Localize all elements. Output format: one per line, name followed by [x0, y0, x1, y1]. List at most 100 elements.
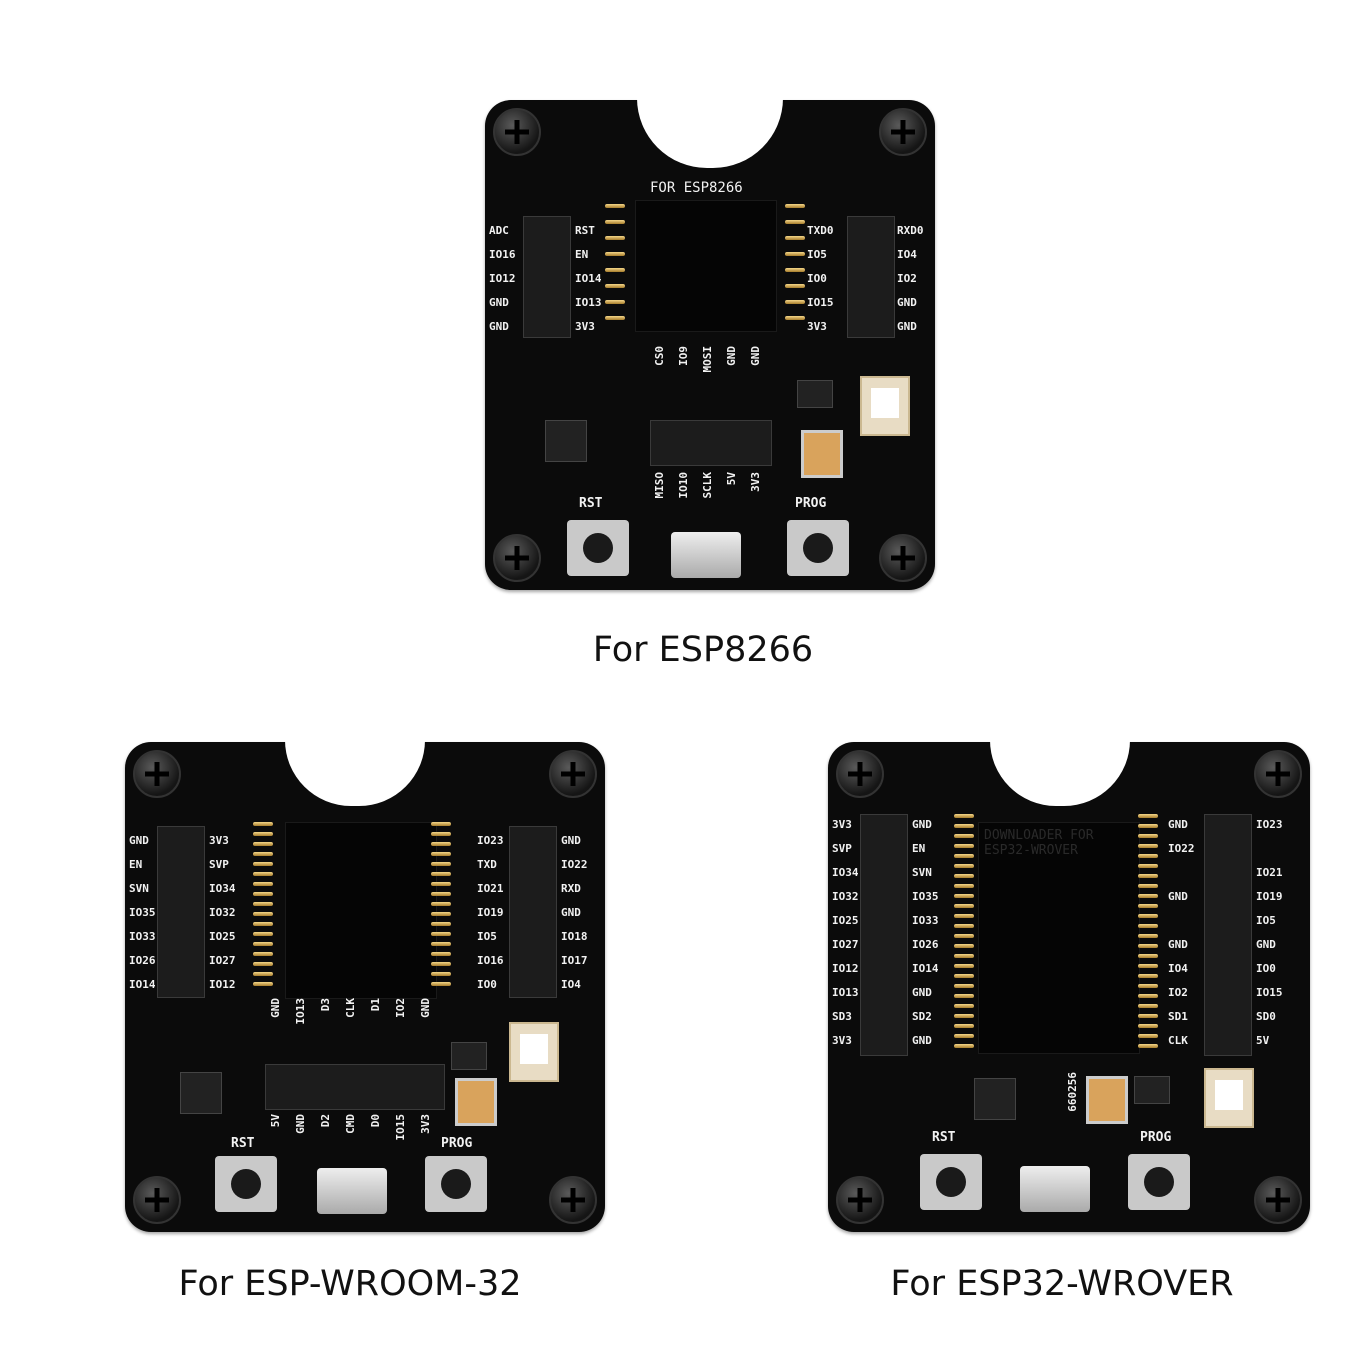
- spring-pin: [253, 842, 273, 846]
- pin-label: IO19: [1256, 890, 1283, 903]
- screw-icon: [1254, 1176, 1302, 1224]
- pin-label: IO17: [561, 954, 588, 967]
- power-switch[interactable]: [509, 1022, 559, 1082]
- board-notch: [990, 740, 1130, 806]
- spring-pin: [1138, 824, 1158, 828]
- spring-pin: [1138, 834, 1158, 838]
- spring-pin: [954, 814, 974, 818]
- pin-label: CMD: [344, 1114, 357, 1134]
- spring-pin: [253, 832, 273, 836]
- pin-label: IO4: [1168, 962, 1188, 975]
- spring-pin: [785, 316, 805, 320]
- spring-pin: [605, 316, 625, 320]
- spring-pin: [954, 1044, 974, 1048]
- pin-header-bottom: [650, 420, 772, 466]
- micro-usb-port[interactable]: [317, 1168, 387, 1214]
- pin-label: IO2: [897, 272, 917, 285]
- pin-label: IO22: [1168, 842, 1195, 855]
- pin-label: IO15: [807, 296, 834, 309]
- spring-pin: [431, 972, 451, 976]
- caption-esp-wroom-32: For ESP-WROOM-32: [178, 1264, 522, 1304]
- pin-label: IO5: [807, 248, 827, 261]
- pin-label: IO12: [209, 978, 236, 991]
- spring-pin: [605, 268, 625, 272]
- pin-label: IO5: [477, 930, 497, 943]
- power-switch[interactable]: [860, 376, 910, 436]
- power-switch[interactable]: [1204, 1068, 1254, 1128]
- module-socket: [285, 822, 437, 999]
- spring-pin: [954, 984, 974, 988]
- prog-button[interactable]: [425, 1156, 487, 1212]
- pin-label: IO0: [477, 978, 497, 991]
- prog-label: PROG: [1140, 1130, 1172, 1145]
- board-notch: [637, 98, 783, 168]
- voltage-regulator: [1134, 1076, 1170, 1104]
- spring-pin: [605, 284, 625, 288]
- spring-pin: [253, 902, 273, 906]
- spring-pin: [954, 884, 974, 888]
- pin-label: GND: [749, 346, 762, 366]
- spring-pin: [954, 874, 974, 878]
- prog-button[interactable]: [1128, 1154, 1190, 1210]
- pin-label: SD2: [912, 1010, 932, 1023]
- spring-pin: [1138, 864, 1158, 868]
- screw-icon: [133, 750, 181, 798]
- spring-pin: [1138, 914, 1158, 918]
- rst-button[interactable]: [920, 1154, 982, 1210]
- spring-pin: [954, 834, 974, 838]
- pin-label: ADC: [489, 224, 509, 237]
- spring-pin: [954, 904, 974, 908]
- pin-label: SD0: [1256, 1010, 1276, 1023]
- spring-pin: [954, 864, 974, 868]
- spring-pin: [1138, 1024, 1158, 1028]
- spring-pin: [253, 852, 273, 856]
- spring-pin: [431, 902, 451, 906]
- pin-label: D0: [369, 1114, 382, 1128]
- pin-header-left: [523, 216, 571, 338]
- spring-pin: [785, 204, 805, 208]
- spring-pin: [1138, 904, 1158, 908]
- prog-button[interactable]: [787, 520, 849, 576]
- rst-label: RST: [579, 496, 603, 511]
- spring-pin: [431, 832, 451, 836]
- pin-label: D1: [369, 998, 382, 1012]
- spring-pin: [1138, 964, 1158, 968]
- pin-label: MISO: [653, 472, 666, 499]
- pin-label: IO16: [477, 954, 504, 967]
- spring-pin: [954, 934, 974, 938]
- spring-pin: [431, 922, 451, 926]
- spring-pin: [1138, 1014, 1158, 1018]
- pin-header-right: [509, 826, 557, 998]
- pin-label: TXD0: [807, 224, 834, 237]
- spring-pin: [605, 236, 625, 240]
- spring-pin: [1138, 924, 1158, 928]
- pin-label: SVN: [129, 882, 149, 895]
- spring-pin: [253, 942, 273, 946]
- pin-label: EN: [129, 858, 143, 871]
- pin-label: GND: [489, 296, 509, 309]
- pin-label: IO32: [209, 906, 236, 919]
- spring-pin: [954, 944, 974, 948]
- pin-label: SCLK: [701, 472, 714, 499]
- spring-pin: [1138, 844, 1158, 848]
- spring-pin: [431, 842, 451, 846]
- pin-label: IO0: [1256, 962, 1276, 975]
- pin-label: 3V3: [807, 320, 827, 333]
- pin-label: GND: [1256, 938, 1276, 951]
- micro-usb-port[interactable]: [671, 532, 741, 578]
- pin-label: IO25: [832, 914, 859, 927]
- micro-usb-port[interactable]: [1020, 1166, 1090, 1212]
- screw-icon: [549, 1176, 597, 1224]
- spring-pin: [431, 932, 451, 936]
- pin-header-left: [157, 826, 205, 998]
- spring-pin: [431, 942, 451, 946]
- spring-pin: [1138, 1004, 1158, 1008]
- pin-label: IO0: [807, 272, 827, 285]
- pin-label: IO13: [294, 998, 307, 1025]
- rst-button[interactable]: [215, 1156, 277, 1212]
- pin-label: SVP: [209, 858, 229, 871]
- spring-pin: [954, 994, 974, 998]
- rst-button[interactable]: [567, 520, 629, 576]
- caption-esp8266: For ESP8266: [592, 630, 814, 670]
